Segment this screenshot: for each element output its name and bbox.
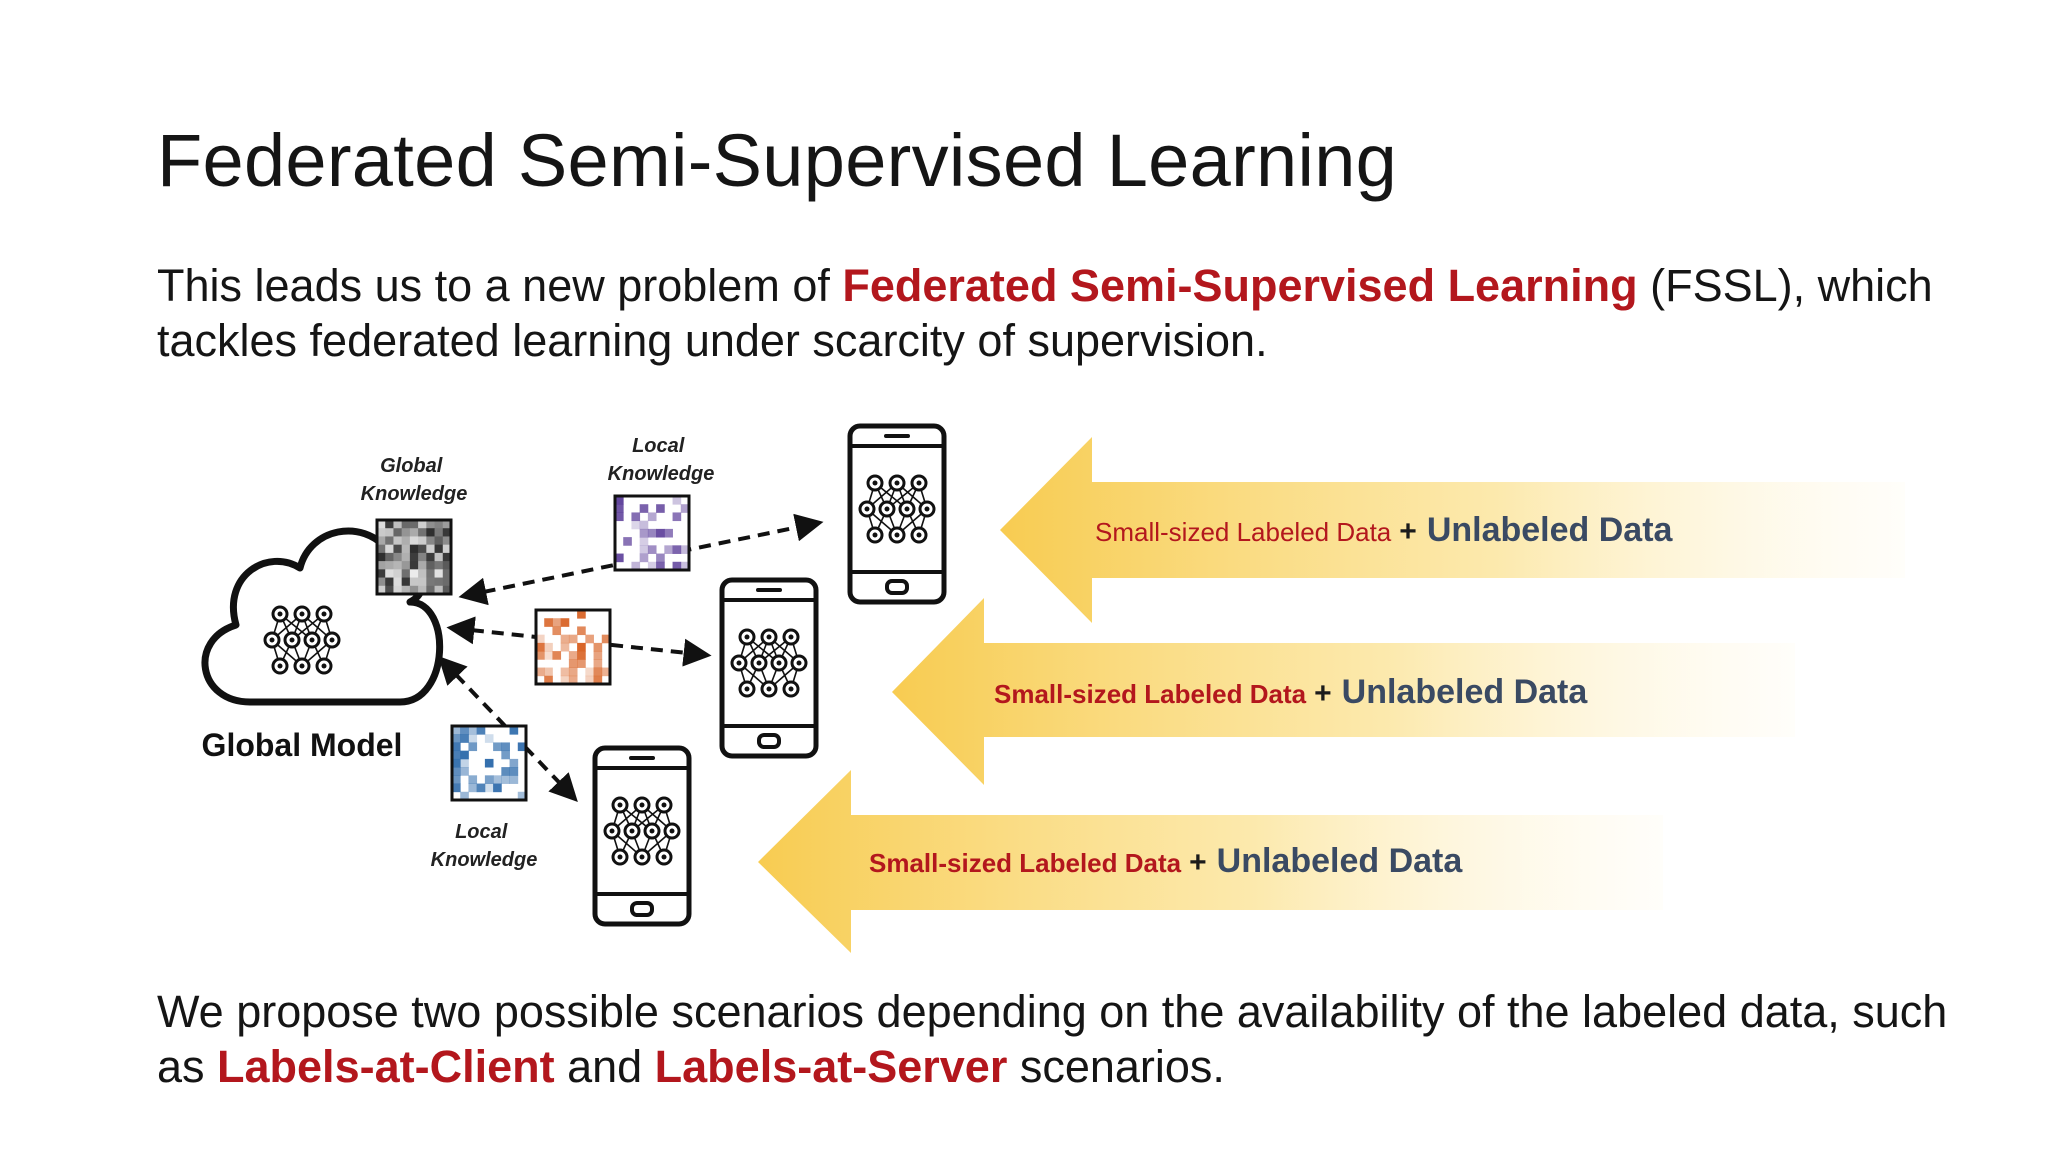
labels-at-client: Labels-at-Client	[217, 1041, 555, 1092]
arrow-3-label: Small-sized Labeled Data+ Unlabeled Data	[869, 842, 1463, 880]
data-arrow-2	[892, 598, 1795, 785]
intro-paragraph: This leads us to a new problem of Federa…	[157, 258, 2007, 368]
arrow-3-unlabeled: Unlabeled Data	[1217, 842, 1464, 880]
local-knowledge-label-top: Local Knowledge	[608, 435, 715, 485]
local-knowledge-matrix-top	[613, 494, 691, 572]
local-knowledge-label-bottom: Local Knowledge	[431, 821, 538, 871]
conclusion-paragraph: We propose two possible scenarios depend…	[157, 984, 2007, 1094]
arrow-2-plus: +	[1314, 677, 1332, 710]
intro-text-2: (FSSL), which tackles federated learning…	[157, 260, 1933, 366]
intro-highlight: Federated Semi-Supervised Learning	[842, 260, 1638, 311]
data-arrow-1	[1000, 437, 1905, 623]
slide-title: Federated Semi-Supervised Learning	[157, 119, 1398, 202]
data-arrow-3	[758, 770, 1663, 953]
conclusion-text-3: scenarios.	[1007, 1041, 1225, 1092]
arrow-3-plus: +	[1189, 846, 1207, 879]
arrow-1-labeled: Small-sized Labeled Data	[1095, 517, 1392, 547]
conclusion-text-2: and	[554, 1041, 655, 1092]
smartphone-icon	[850, 426, 944, 602]
conclusion-text-1: We propose two possible scenarios depend…	[157, 986, 1948, 1092]
connector-bottom	[438, 655, 578, 803]
arrow-2-label: Small-sized Labeled Data+ Unlabeled Data	[994, 673, 1588, 711]
arrow-2-unlabeled: Unlabeled Data	[1342, 673, 1589, 711]
arrow-3-labeled: Small-sized Labeled Data	[869, 848, 1182, 878]
arrow-1-plus: +	[1399, 515, 1417, 548]
global-knowledge-label: Global Knowledge	[361, 455, 468, 505]
arrow-1-label: Small-sized Labeled Data+ Unlabeled Data	[1095, 511, 1674, 549]
smartphone-icon	[595, 748, 689, 924]
arrow-1-unlabeled: Unlabeled Data	[1427, 511, 1674, 549]
global-knowledge-matrix	[375, 518, 453, 596]
local-knowledge-matrix-bottom	[450, 724, 528, 802]
smartphone-icon	[722, 580, 816, 756]
local-knowledge-matrix-middle	[534, 608, 612, 686]
labels-at-server: Labels-at-Server	[654, 1041, 1008, 1092]
intro-text-1: This leads us to a new problem of	[157, 260, 843, 311]
global-model-label: Global Model	[202, 727, 403, 763]
arrow-2-labeled: Small-sized Labeled Data	[994, 679, 1307, 709]
